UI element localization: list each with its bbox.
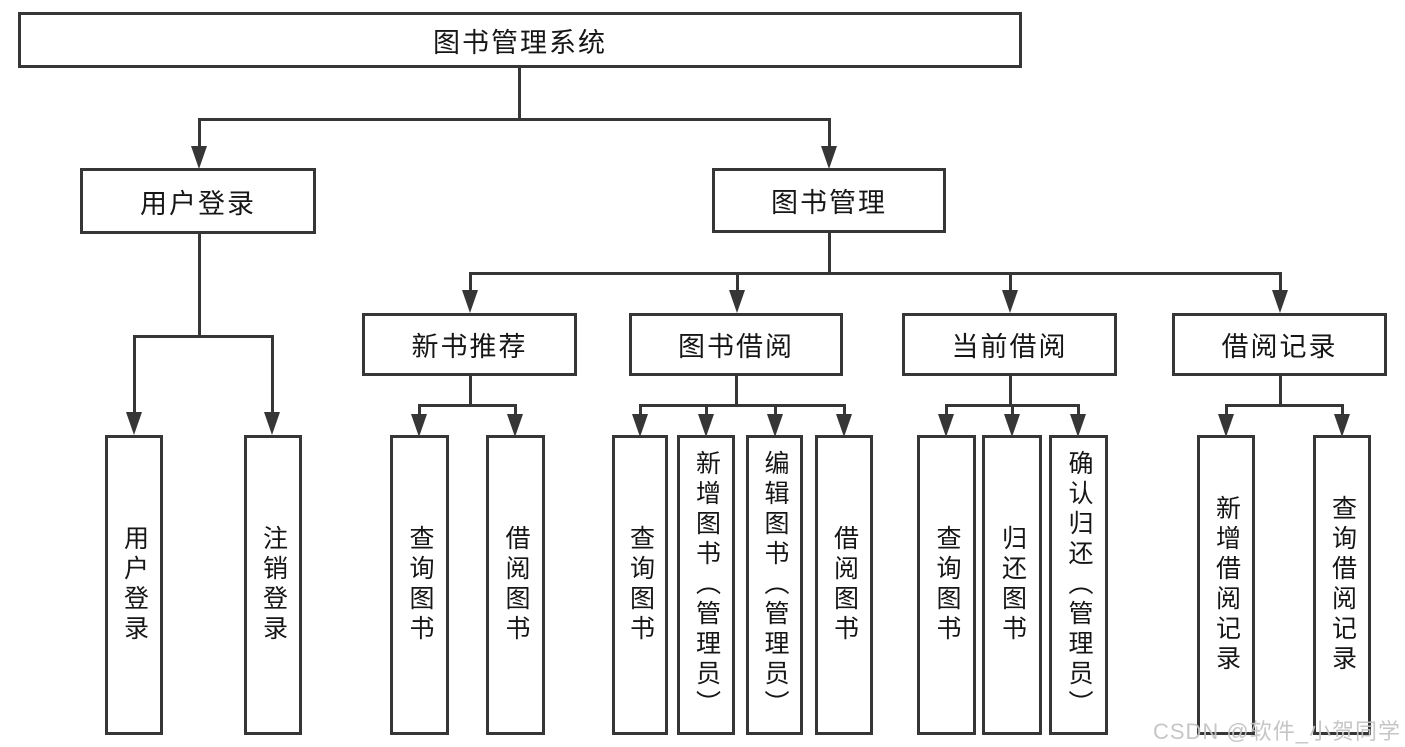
leaf-query-books-current: 查询图书 (917, 435, 976, 735)
connector-line (639, 404, 642, 416)
leaf-query-books-current-label: 查询图书 (933, 525, 961, 645)
node-book-borrow-label: 图书借阅 (678, 332, 794, 362)
arrowhead-down-icon (729, 290, 745, 313)
leaf-edit-books-admin-label: 编辑图书（管理员） (761, 450, 789, 720)
leaf-add-books-admin-label: 新增图书（管理员） (692, 450, 721, 720)
node-borrow-records: 借阅记录 (1172, 313, 1387, 376)
connector-line (1225, 404, 1228, 416)
node-book-borrow: 图书借阅 (629, 313, 843, 376)
connector-line (1009, 272, 1012, 292)
connector-line (418, 404, 517, 407)
connector-line (1225, 404, 1344, 407)
leaf-logout-label: 注销登录 (259, 525, 288, 645)
leaf-query-books-recommend-label: 查询图书 (406, 525, 434, 645)
arrowhead-down-icon (411, 414, 427, 437)
connector-line (469, 272, 472, 292)
connector-line (133, 335, 136, 413)
node-current-borrow: 当前借阅 (902, 313, 1117, 376)
leaf-borrow-books-recommend: 借阅图书 (486, 435, 545, 735)
arrowhead-down-icon (632, 414, 648, 437)
leaf-query-books-borrow-label: 查询图书 (626, 525, 655, 645)
leaf-borrow-books-label: 借阅图书 (830, 525, 859, 645)
arrowhead-down-icon (126, 412, 142, 435)
arrowhead-down-icon (507, 414, 523, 437)
leaf-add-borrow-record: 新增借阅记录 (1197, 435, 1255, 735)
node-book-management: 图书管理 (712, 168, 946, 233)
leaf-borrow-books-recommend-label: 借阅图书 (502, 525, 530, 645)
node-system-root-label: 图书管理系统 (433, 27, 607, 58)
connector-line (514, 404, 517, 416)
connector-line (828, 118, 831, 148)
connector-line (469, 272, 1282, 275)
node-new-book-recommend-label: 新书推荐 (411, 332, 528, 362)
arrowhead-down-icon (1002, 290, 1018, 313)
node-user-login: 用户登录 (80, 168, 316, 234)
leaf-borrow-books: 借阅图书 (815, 435, 873, 735)
leaf-edit-books-admin: 编辑图书（管理员） (746, 435, 803, 735)
connector-line (1279, 272, 1282, 292)
connector-line (1077, 404, 1080, 416)
arrowhead-down-icon (264, 412, 280, 435)
connector-line (418, 404, 421, 416)
leaf-query-books-borrow: 查询图书 (612, 435, 668, 735)
csdn-watermark: CSDN @软件_小贺同学 (1152, 719, 1401, 744)
connector-line (271, 335, 274, 413)
connector-line (133, 335, 274, 338)
arrowhead-down-icon (191, 146, 207, 169)
leaf-logout: 注销登录 (244, 435, 302, 735)
connector-line (705, 404, 708, 416)
leaf-query-books-recommend: 查询图书 (390, 435, 449, 735)
leaf-user-login-label: 用户登录 (120, 525, 149, 645)
connector-line (1011, 404, 1014, 416)
leaf-add-books-admin: 新增图书（管理员） (677, 435, 735, 735)
leaf-add-borrow-record-label: 新增借阅记录 (1212, 495, 1241, 675)
arrowhead-down-icon (1218, 414, 1234, 437)
connector-line (639, 404, 846, 407)
connector-line (843, 404, 846, 416)
leaf-query-borrow-record: 查询借阅记录 (1313, 435, 1371, 735)
connector-line (735, 376, 738, 406)
arrowhead-down-icon (1004, 414, 1020, 437)
leaf-user-login: 用户登录 (105, 435, 163, 735)
node-borrow-records-label: 借阅记录 (1221, 332, 1338, 362)
node-book-management-label: 图书管理 (771, 188, 887, 218)
connector-line (198, 118, 831, 121)
leaf-return-books-label: 归还图书 (998, 525, 1027, 645)
connector-line (736, 272, 739, 292)
leaf-query-borrow-record-label: 查询借阅记录 (1328, 495, 1357, 675)
connector-line (1009, 376, 1012, 406)
connector-line (518, 68, 521, 120)
arrowhead-down-icon (767, 414, 783, 437)
connector-line (945, 404, 948, 416)
node-current-borrow-label: 当前借阅 (951, 332, 1068, 362)
node-new-book-recommend: 新书推荐 (362, 313, 577, 376)
connector-line (1341, 404, 1344, 416)
arrowhead-down-icon (1334, 414, 1350, 437)
leaf-confirm-return-admin: 确认归还（管理员） (1049, 435, 1108, 735)
leaf-confirm-return-admin-label: 确认归还（管理员） (1065, 450, 1093, 720)
connector-line (828, 233, 831, 275)
arrowhead-down-icon (836, 414, 852, 437)
connector-line (469, 376, 472, 406)
node-system-root: 图书管理系统 (18, 12, 1022, 68)
connector-line (198, 118, 201, 148)
connector-line (1279, 376, 1282, 406)
leaf-return-books: 归还图书 (982, 435, 1042, 735)
arrowhead-down-icon (938, 414, 954, 437)
connector-line (198, 234, 201, 338)
arrowhead-down-icon (821, 146, 837, 169)
connector-line (774, 404, 777, 416)
arrowhead-down-icon (698, 414, 714, 437)
arrowhead-down-icon (462, 290, 478, 313)
arrowhead-down-icon (1070, 414, 1086, 437)
node-user-login-label: 用户登录 (140, 188, 256, 219)
arrowhead-down-icon (1272, 290, 1288, 313)
